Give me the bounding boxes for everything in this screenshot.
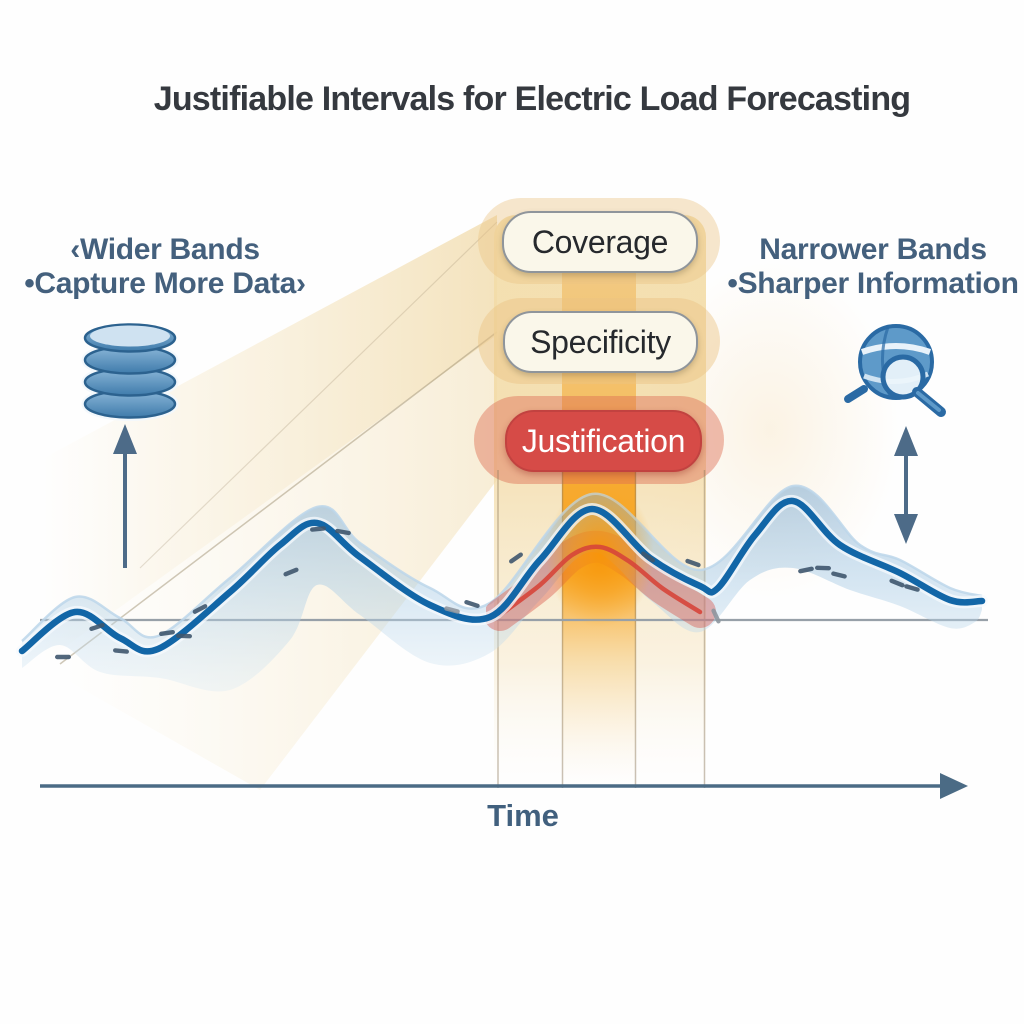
justification-pill: Justification <box>505 410 702 472</box>
axis-arrowhead-icon <box>940 773 968 799</box>
wider-bands-annotation: ‹Wider Bands •Capture More Data› <box>4 233 326 301</box>
coverage-pill: Coverage <box>502 211 698 273</box>
time-axis-label: Time <box>11 798 1024 834</box>
sketch-dash <box>55 655 71 659</box>
wider-bands-line1: ‹Wider Bands <box>4 233 326 267</box>
wider-bands-line2: •Capture More Data› <box>4 267 326 301</box>
page-title: Justifiable Intervals for Electric Load … <box>20 80 1024 119</box>
narrower-bands-line1: Narrower Bands <box>710 233 1024 267</box>
sketch-dash <box>815 566 831 571</box>
sketch-dash <box>176 634 192 639</box>
narrower-bands-line2: •Sharper Information <box>710 267 1024 301</box>
specificity-pill: Specificity <box>503 311 698 373</box>
database-icon <box>85 325 175 418</box>
narrower-bands-annotation: Narrower Bands •Sharper Information <box>710 233 1024 301</box>
